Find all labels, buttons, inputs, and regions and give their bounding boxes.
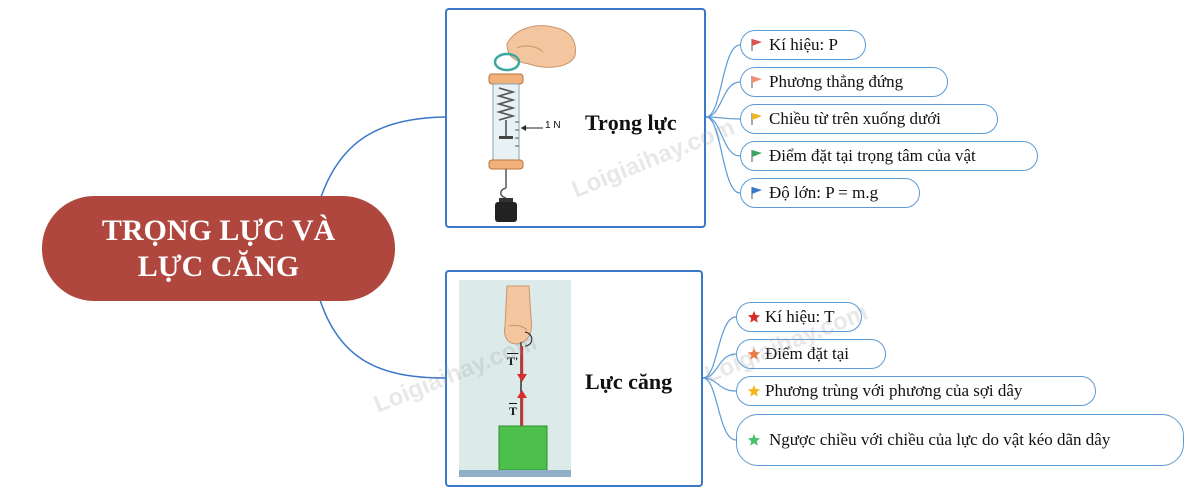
leaf-label: Điểm đặt tại trọng tâm của vật: [769, 146, 976, 165]
leaf-label: Kí hiệu: P: [769, 35, 838, 54]
branch-luc-cang[interactable]: T' T Lực căng Loigiaihay.com: [370, 270, 703, 487]
tension-rope-illustration: [459, 280, 571, 477]
flag-icon: [751, 187, 762, 199]
leaf-ki-hieu-t[interactable]: Kí hiệu: T: [736, 302, 862, 332]
root-node[interactable]: TRỌNG LỰC VÀ LỰC CĂNG: [42, 196, 395, 301]
leaf-chieu[interactable]: Chiều từ trên xuống dưới: [740, 104, 998, 134]
branch-trong-luc[interactable]: 1 N Trọng lực Loigiaihay.com: [445, 8, 738, 228]
leaf-phuong-trung[interactable]: Phương trùng với phương của sợi dây: [736, 376, 1096, 406]
leaf-label: Chiều từ trên xuống dưới: [769, 109, 941, 128]
leaf-label: Độ lớn: P = m.g: [769, 183, 879, 202]
scale-label: 1 N: [545, 120, 561, 131]
leaf-phuong-thang-dung[interactable]: Phương thẳng đứng: [740, 67, 948, 97]
leaf-diem-dat[interactable]: Điểm đặt tại trọng tâm của vật: [740, 141, 1038, 171]
star-icon: [747, 433, 761, 446]
vector-label-lower: T: [509, 404, 518, 418]
flag-icon: [751, 113, 762, 125]
leaf-label: Phương trùng với phương của sợi dây: [765, 381, 1023, 400]
star-icon: [747, 384, 761, 397]
flag-icon: [751, 150, 762, 162]
spring-scale-illustration: [488, 25, 576, 222]
leaf-label: Điểm đặt tại: [765, 344, 850, 363]
leaf-nguoc-chieu[interactable]: Ngược chiều với chiều của lực do vật kéo…: [736, 414, 1184, 466]
leaf-label: Phương thẳng đứng: [769, 72, 904, 91]
branch-title-trong-luc: Trọng lực: [585, 110, 677, 135]
leaf-diem-dat-tai[interactable]: Điểm đặt tại: [736, 339, 886, 369]
flag-icon: [751, 39, 762, 51]
vector-label-upper: T': [507, 354, 519, 368]
leaf-label: Ngược chiều với chiều của lực do vật kéo…: [769, 430, 1111, 449]
star-icon: [747, 347, 761, 360]
star-icon: [747, 310, 761, 323]
leaf-ki-hieu-p[interactable]: Kí hiệu: P: [740, 30, 866, 60]
leaf-label: Kí hiệu: T: [765, 307, 835, 326]
flag-icon: [751, 76, 762, 88]
leaf-do-lon[interactable]: Độ lớn: P = m.g: [740, 178, 920, 208]
branch-title-luc-cang: Lực căng: [585, 369, 673, 394]
